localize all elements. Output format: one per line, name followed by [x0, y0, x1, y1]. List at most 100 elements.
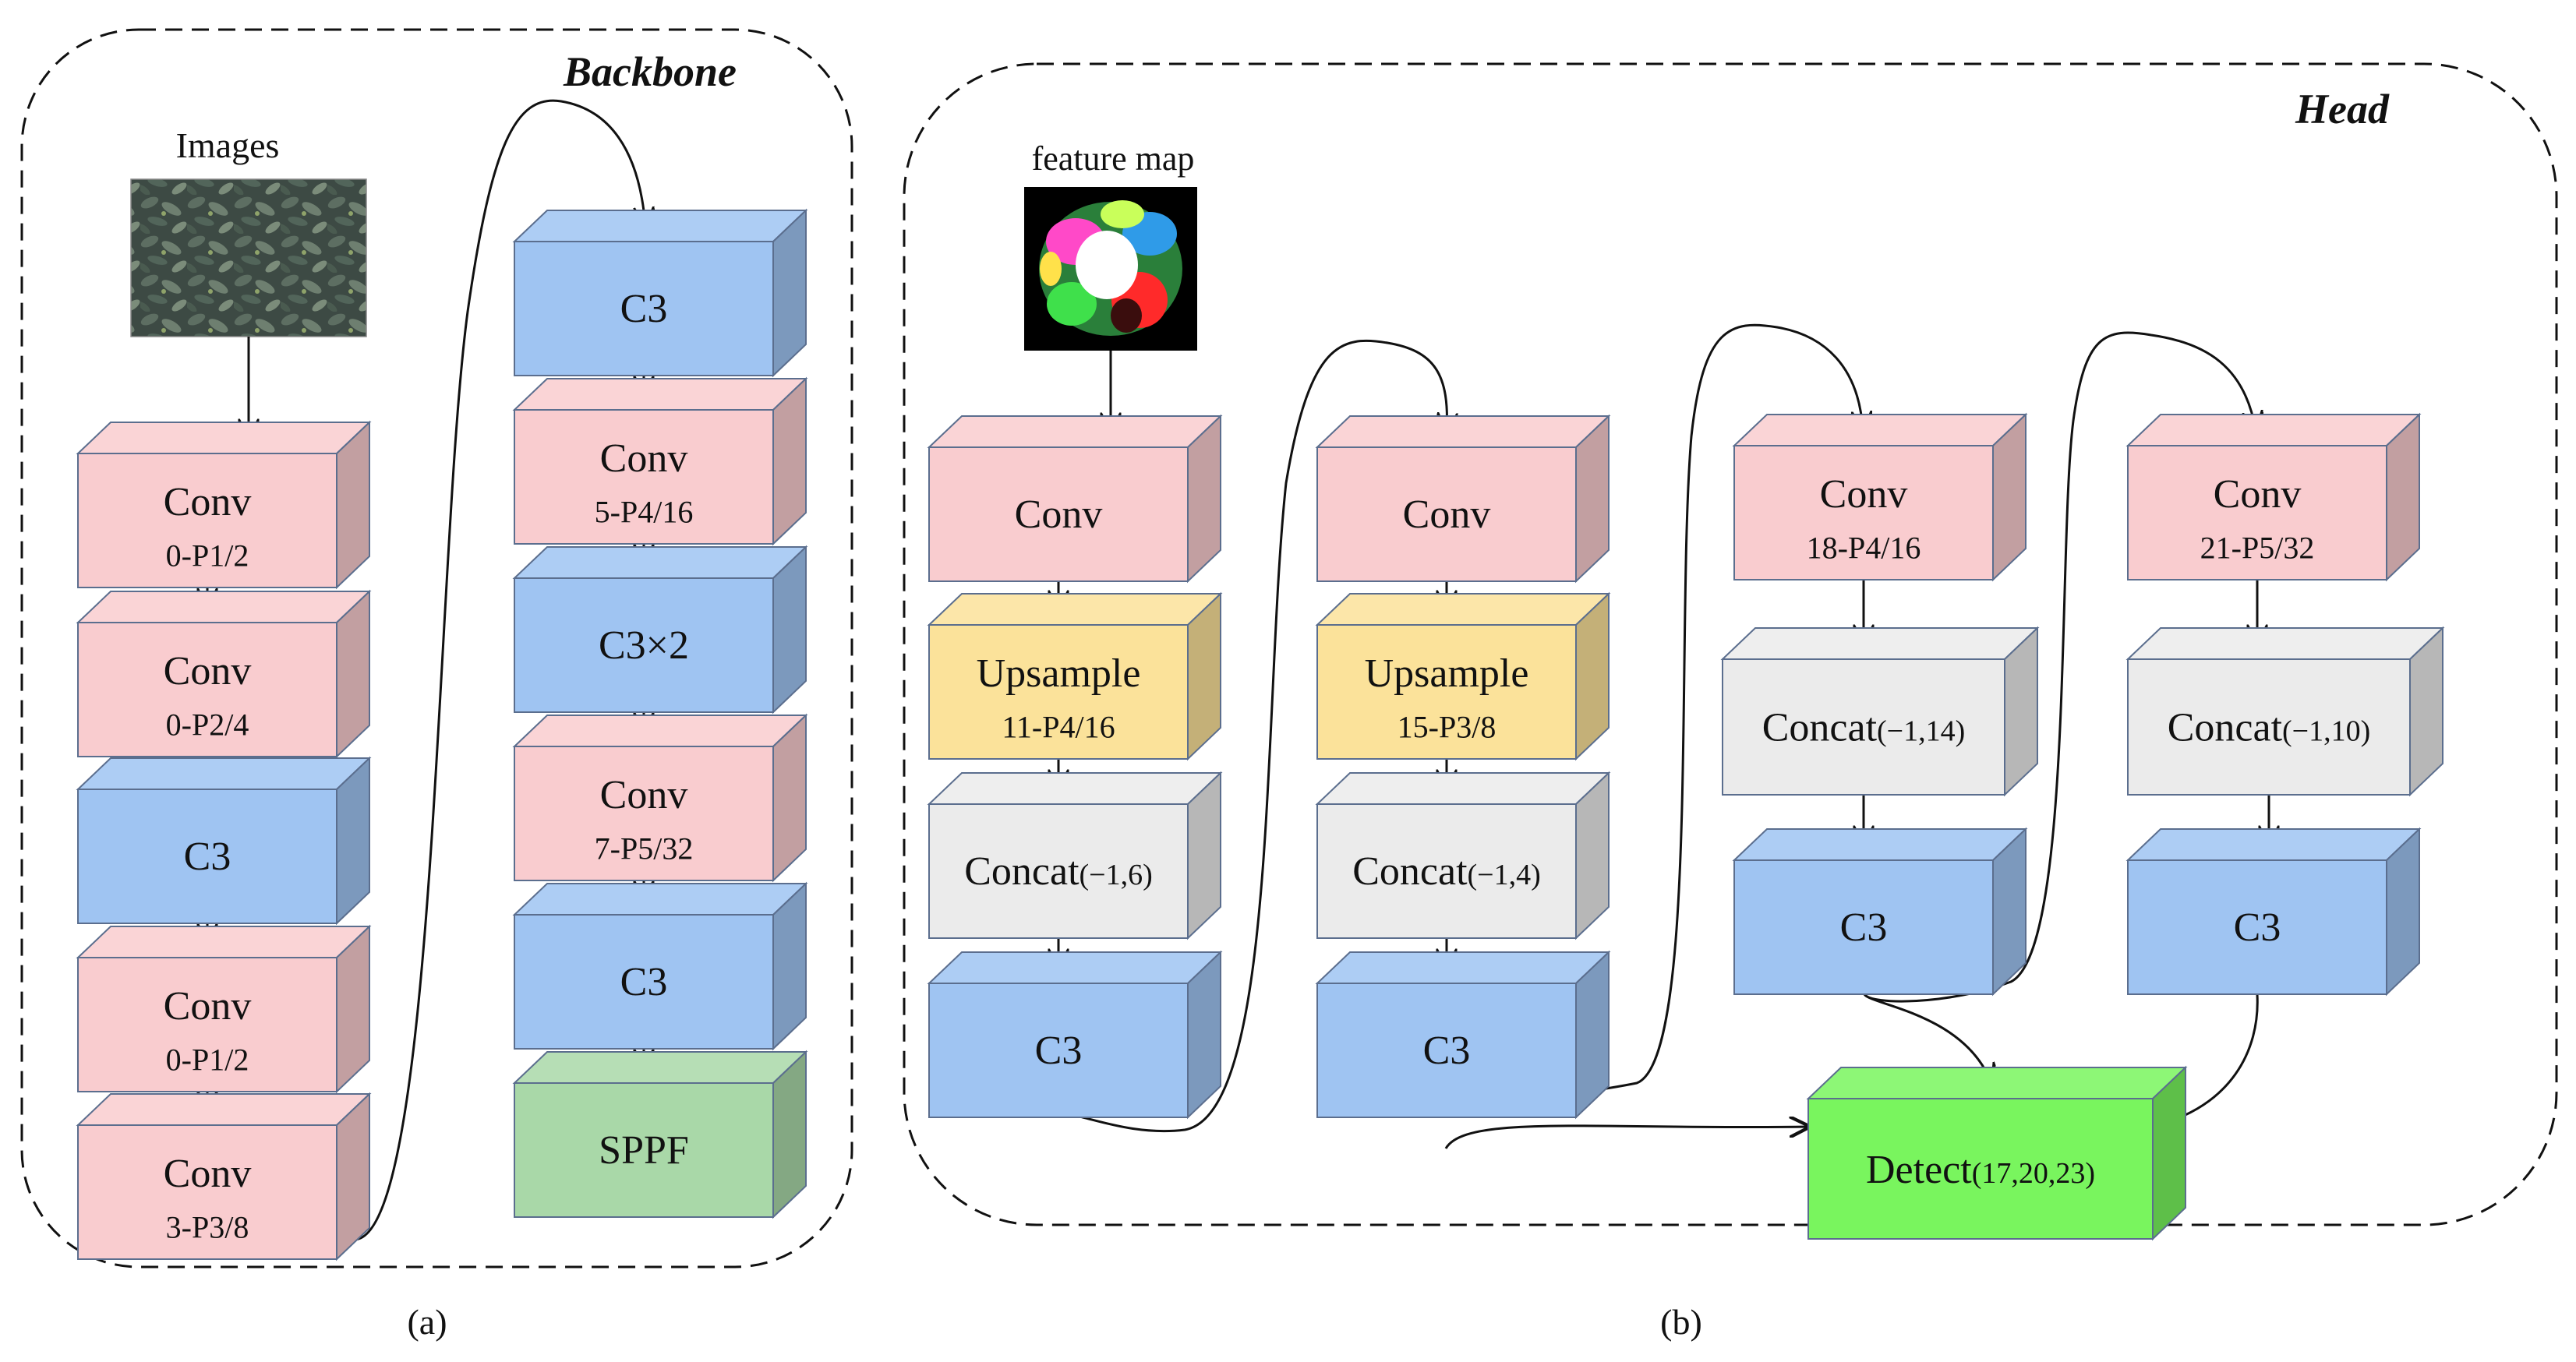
block-top-face	[76, 926, 372, 958]
block-top-face	[512, 378, 808, 411]
block-front-face	[514, 1082, 774, 1218]
block-main-label: C3	[1423, 1029, 1471, 1073]
block-main-label: Conv	[600, 773, 688, 817]
block-top-face	[927, 772, 1223, 805]
blocks: Conv0-P1/2Conv0-P2/4C3Conv0-P1/2Conv3-P3…	[76, 208, 2445, 1261]
arrow-c3-3-to-detect	[1863, 993, 1991, 1083]
block-front-face	[928, 446, 1189, 582]
block-front-face	[77, 789, 337, 924]
block-front-face	[2127, 445, 2387, 580]
block-label: C3	[1423, 1029, 1471, 1073]
block-label: Conv	[600, 773, 688, 817]
block-top-face	[512, 1051, 808, 1084]
block-top-face	[927, 415, 1223, 448]
block-front-face	[1316, 803, 1577, 939]
block-main-label: Conv	[1820, 472, 1908, 517]
block-main-label: Conv	[164, 984, 252, 1029]
block-label: SPPF	[599, 1128, 689, 1173]
block-b_c3a: C3	[76, 756, 372, 926]
block-h_up11: Upsample 11-P4/16	[927, 591, 1223, 761]
arrow-c3-1-to-conv-b	[1062, 339, 1447, 1133]
block-h_cat14: Concat(−1,4)	[1315, 771, 1611, 940]
block-top-face	[927, 593, 1223, 626]
block-main-label: C3	[1840, 905, 1888, 950]
block-front-face	[928, 624, 1189, 760]
block-front-face	[77, 1124, 337, 1260]
block-front-face	[1807, 1098, 2154, 1240]
block-args-label: (−1,4)	[1468, 859, 1541, 891]
block-sub-label: 21-P5/32	[2200, 530, 2315, 565]
block-front-face	[514, 577, 774, 713]
block-front-face	[928, 983, 1189, 1118]
block-main-label: Concat	[964, 849, 1080, 894]
block-label: Conv	[164, 984, 252, 1029]
block-label: Conv	[164, 480, 252, 524]
block-label: Conv	[164, 1152, 252, 1196]
block-front-face	[514, 409, 774, 545]
block-top-face	[512, 210, 808, 242]
head-frame	[903, 62, 2558, 1226]
block-label: Conv	[1820, 472, 1908, 517]
block-h_conv_a: Conv	[927, 414, 1223, 584]
block-top-face	[512, 883, 808, 916]
block-h_c3_1: C3	[927, 950, 1223, 1120]
block-label: C3	[184, 834, 231, 879]
block-sub-label: 5-P4/16	[595, 494, 694, 529]
block-main-label: C3	[2234, 905, 2281, 950]
block-b_c3x2: C3×2	[512, 545, 808, 715]
block-h_conv18: Conv 18-P4/16	[1732, 412, 2028, 582]
caption-b: (b)	[1660, 1302, 1702, 1342]
block-front-face	[514, 914, 774, 1050]
block-label: C3	[620, 960, 668, 1004]
block-b_conv5: Conv 5-P4/16	[512, 376, 808, 546]
block-front-face	[2127, 859, 2387, 995]
block-main-label: Concat	[1762, 705, 1878, 750]
block-top-face	[1315, 772, 1611, 805]
block-side-face	[2152, 1065, 2186, 1241]
block-main-label: C3	[1035, 1029, 1083, 1073]
block-label: Conv	[600, 436, 688, 481]
block-sub-label: 11-P4/16	[1002, 709, 1115, 744]
block-h_conv_b: Conv	[1315, 414, 1611, 584]
block-front-face	[928, 803, 1189, 939]
block-b_sppf: SPPF	[512, 1050, 808, 1219]
block-label: C3×2	[599, 623, 689, 668]
block-sub-label: 18-P4/16	[1807, 530, 1921, 565]
caption-a: (a)	[407, 1302, 447, 1342]
feature-map-label: feature map	[1032, 139, 1195, 178]
block-label: C3	[1840, 905, 1888, 950]
block-top-face	[76, 757, 372, 790]
block-main-label: SPPF	[599, 1128, 689, 1173]
block-label: Conv	[1403, 492, 1491, 537]
block-top-face	[1315, 593, 1611, 626]
block-h_c3_3: C3	[1732, 827, 2028, 997]
block-label: Upsample	[977, 651, 1141, 696]
block-top-face	[1732, 414, 2028, 446]
block-top-face	[927, 951, 1223, 984]
block-args-label: (−1,6)	[1080, 859, 1153, 891]
block-top-face	[2125, 414, 2422, 446]
backbone-frame	[20, 28, 853, 1268]
block-h_cat16: Concat(−1,6)	[927, 771, 1223, 940]
block-front-face	[77, 957, 337, 1092]
block-main-label: Concat	[2168, 705, 2283, 750]
block-label: Detect(17,20,23)	[1866, 1148, 2095, 1192]
arrow-c3-2-to-detect	[1444, 1126, 1808, 1149]
block-top-face	[76, 422, 372, 454]
block-front-face	[77, 453, 337, 588]
block-main-label: C3	[620, 287, 668, 331]
block-main-label: Conv	[1015, 492, 1103, 537]
head-title: Head	[2295, 86, 2390, 132]
images-label: Images	[176, 125, 280, 165]
feature-map-image	[1024, 187, 1197, 351]
block-label: C3	[1035, 1029, 1083, 1073]
block-main-label: Conv	[600, 436, 688, 481]
block-h_detect: Detect(17,20,23)	[1806, 1065, 2188, 1241]
block-main-label: C3	[184, 834, 231, 879]
block-args-label: (−1,10)	[2282, 715, 2370, 747]
block-main-label: C3×2	[599, 623, 689, 668]
